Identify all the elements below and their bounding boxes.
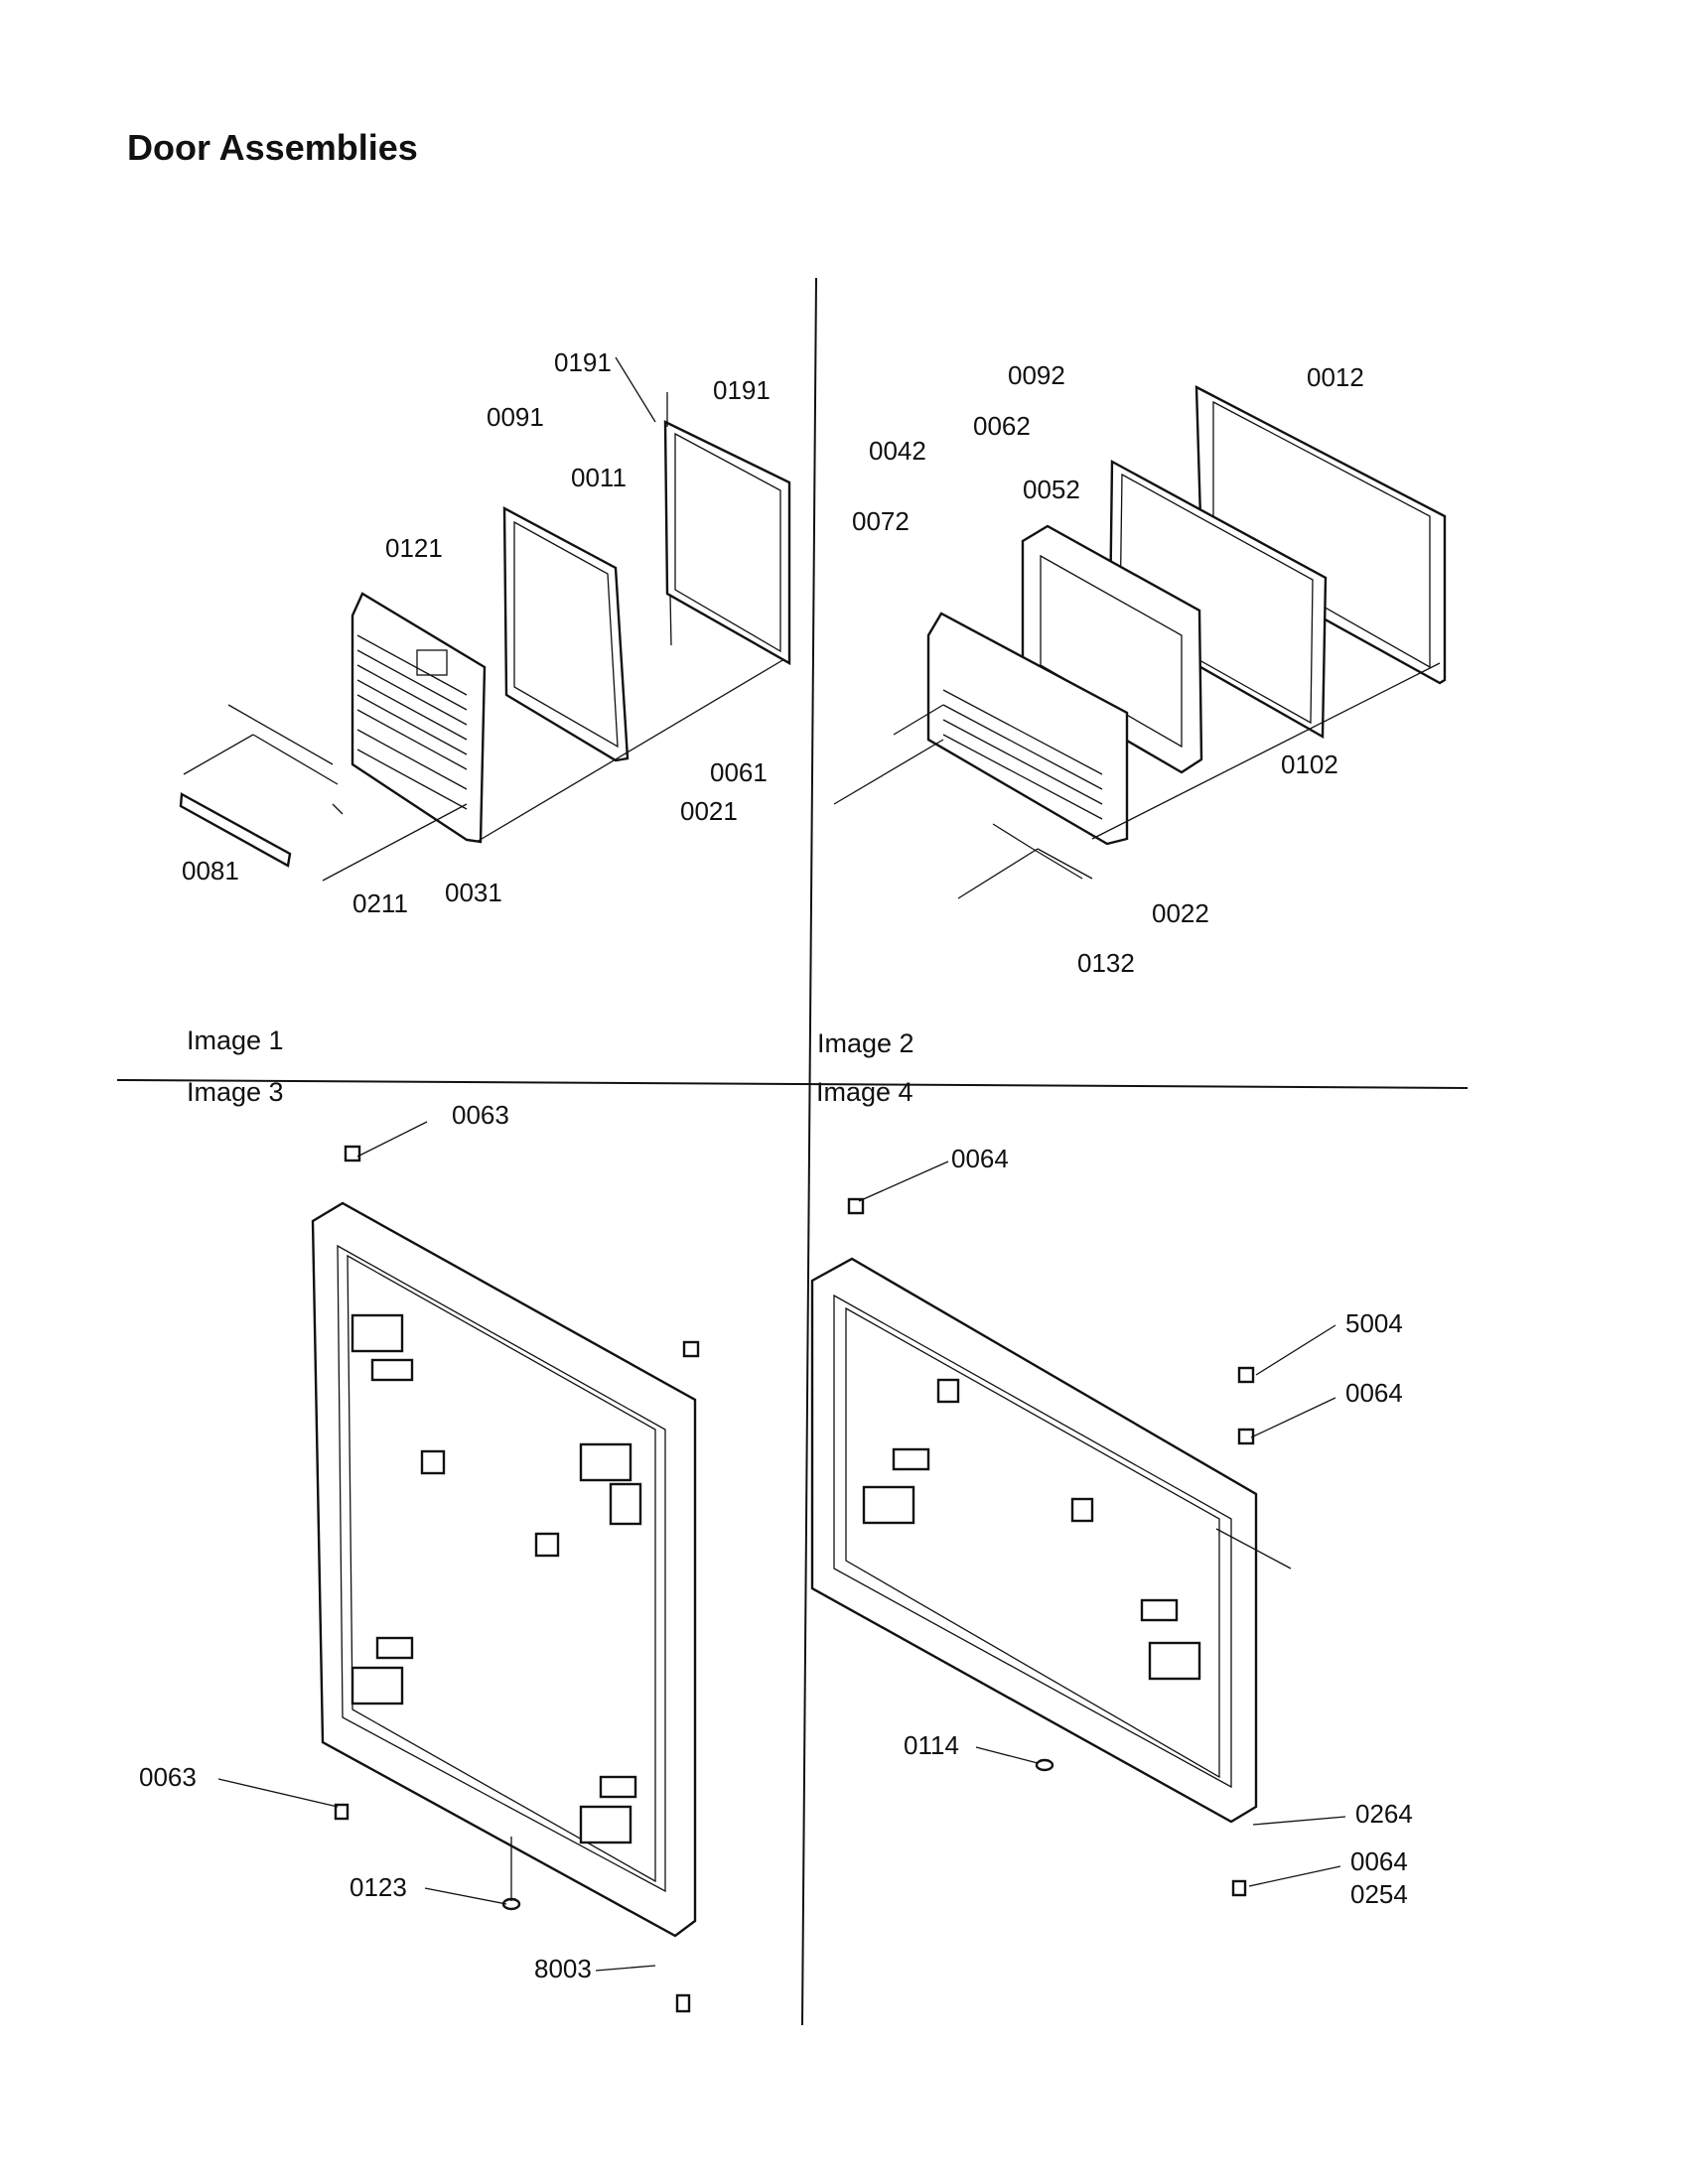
callout-image2: 0102	[1281, 750, 1338, 779]
handle-0081	[179, 792, 292, 868]
callout-image1: 0091	[487, 402, 544, 432]
callout-image1: 0011	[571, 463, 627, 492]
callout-image1: 0031	[445, 878, 502, 907]
callout-image1: 0191	[554, 347, 612, 377]
callout-image1: 0211	[352, 888, 408, 918]
callout-image4: 0064	[951, 1144, 1009, 1173]
callout-image4: 0064	[1350, 1846, 1408, 1876]
image4-drawing	[810, 1160, 1346, 1897]
callout-image2: 0062	[973, 411, 1031, 441]
image3-label: Image 3	[187, 1077, 284, 1107]
image2-label: Image 2	[817, 1028, 914, 1058]
image1-drawing	[179, 356, 791, 882]
horizontal-divider	[116, 1079, 1469, 1089]
callout-image4: 0114	[904, 1730, 959, 1760]
image4-label: Image 4	[816, 1077, 913, 1107]
liner-0072	[926, 612, 1129, 846]
callout-image2: 0022	[1152, 898, 1209, 928]
callout-image1: 0061	[710, 757, 768, 787]
callout-image4: 0264	[1355, 1799, 1413, 1829]
callout-image1: 0021	[680, 796, 738, 826]
callout-image2: 0042	[869, 436, 926, 466]
callout-image3: 0063	[452, 1100, 509, 1130]
image2-drawing	[833, 384, 1447, 899]
callout-image1: 0121	[385, 533, 443, 563]
callout-image3: 0123	[350, 1872, 407, 1902]
callout-image4: 0064	[1345, 1378, 1403, 1408]
callout-image3: 8003	[534, 1954, 592, 1983]
callout-image1: 0081	[182, 856, 239, 886]
callout-image2: 0092	[1008, 360, 1065, 390]
callout-image1: 0191	[713, 375, 771, 405]
drawer-frame-image4	[810, 1257, 1258, 1824]
image1-label: Image 1	[187, 1025, 284, 1055]
page-title: Door Assemblies	[127, 127, 418, 168]
callout-image4: 5004	[1345, 1308, 1403, 1338]
callout-image2: 0012	[1307, 362, 1364, 392]
callout-image2: 0052	[1023, 475, 1080, 504]
image3-drawing	[217, 1121, 700, 2013]
vertical-divider	[801, 277, 817, 2026]
gasket-0091	[502, 505, 630, 762]
callout-image3: 0063	[139, 1762, 197, 1792]
door-liner-0121	[351, 592, 487, 844]
door-frame-image3	[311, 1201, 697, 1938]
callout-image4: 0254	[1350, 1879, 1408, 1909]
callout-image2: 0072	[852, 506, 910, 536]
outer-door-0011	[663, 420, 791, 666]
callout-image2: 0132	[1077, 948, 1135, 978]
